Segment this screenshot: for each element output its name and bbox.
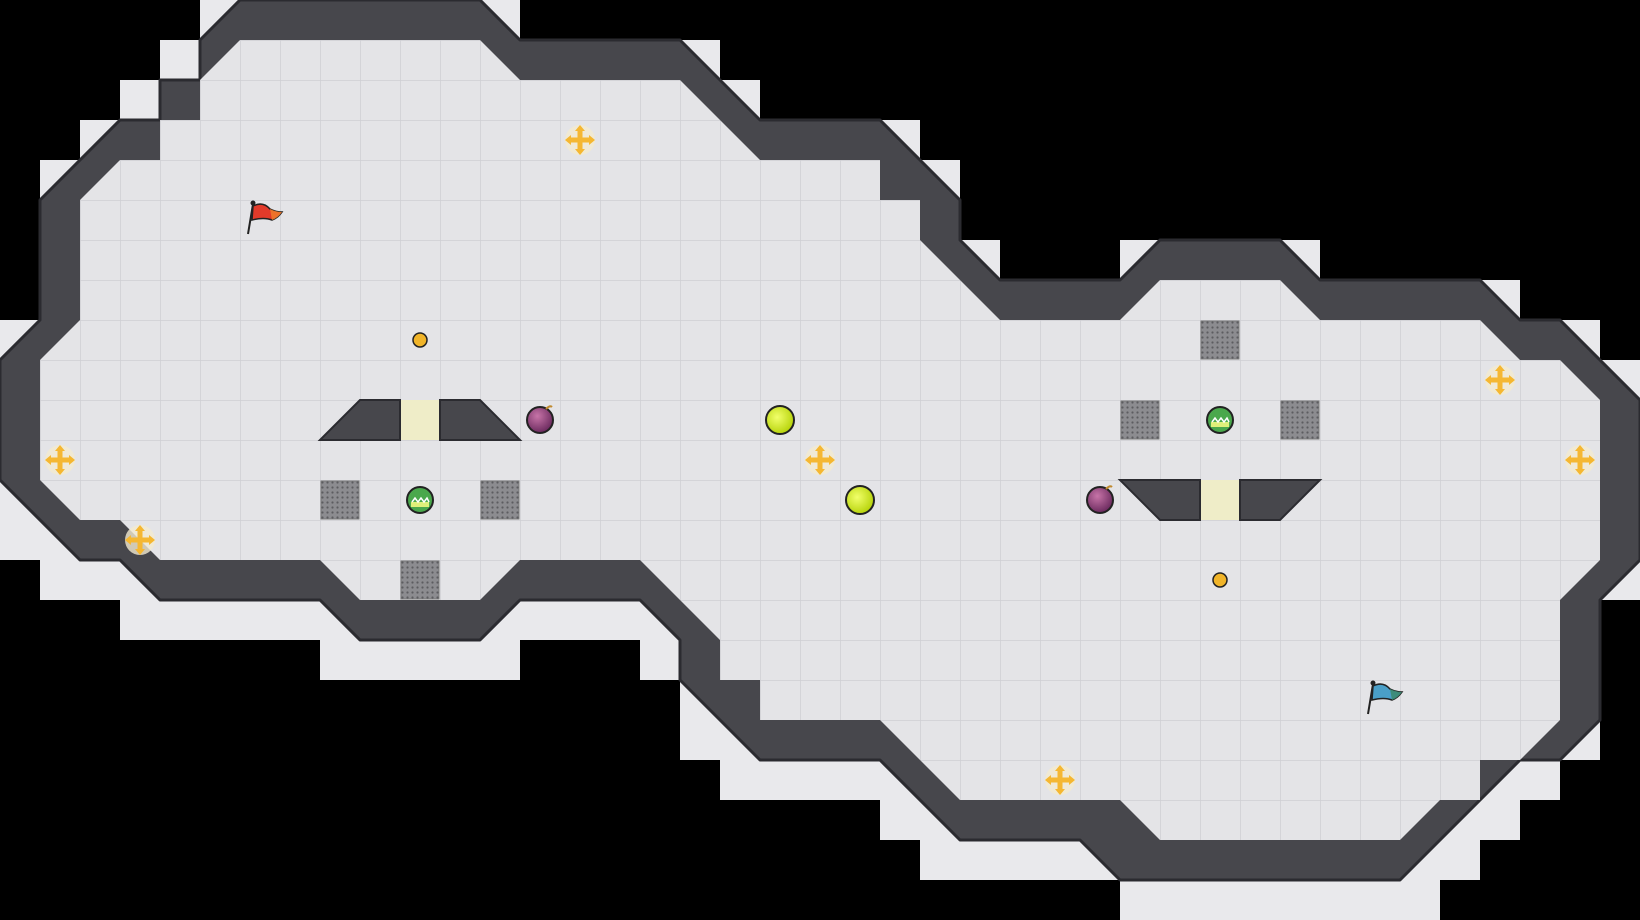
powerup-icon (845, 485, 875, 515)
red-flag-icon (247, 200, 284, 235)
spike-icon (480, 480, 520, 520)
inner-walls (317, 399, 1323, 521)
portal-icon (406, 486, 434, 514)
boost-icon (125, 525, 155, 555)
bomb-icon (526, 405, 554, 434)
boost-icon (1485, 365, 1515, 395)
boost-icon (1045, 765, 1075, 795)
gate-tile-icon (400, 400, 440, 440)
button-icon (412, 332, 428, 348)
blue-flag-icon (1367, 680, 1404, 715)
inner-wall-right (1117, 479, 1323, 521)
boost-icon (565, 125, 595, 155)
boost-icon (805, 445, 835, 475)
portal-icon (1206, 406, 1234, 434)
spike-icon (1200, 320, 1240, 360)
spike-icon (1280, 400, 1320, 440)
boost-icon (1565, 445, 1595, 475)
spike-icon (320, 480, 360, 520)
gate-tile-icon (1200, 480, 1240, 520)
floor-area (40, 40, 1600, 840)
spike-icon (1120, 400, 1160, 440)
tiles-layer (320, 320, 1320, 600)
powerup-icon (765, 405, 795, 435)
inner-wall-left (317, 399, 523, 441)
items-layer (45, 125, 1595, 795)
button-icon (1212, 572, 1228, 588)
boost-icon (45, 445, 75, 475)
bomb-icon (1086, 485, 1114, 514)
spike-icon (400, 560, 440, 600)
